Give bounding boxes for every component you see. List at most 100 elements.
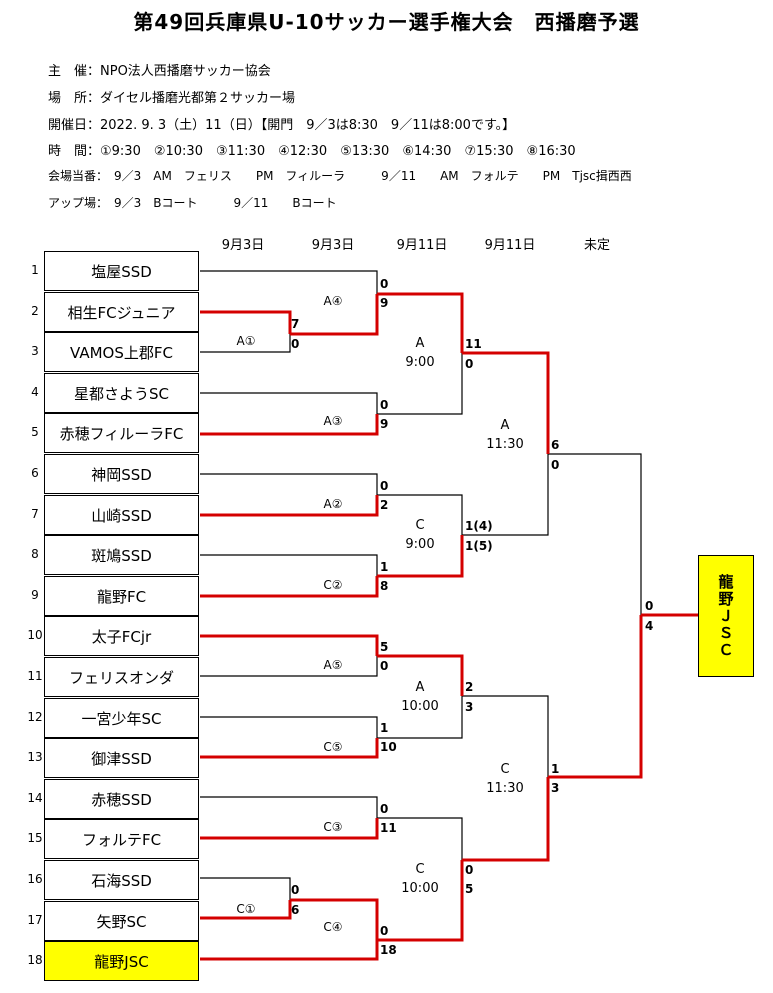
line-a900-bottom [377, 353, 463, 415]
venue-a1130-court: A [500, 418, 510, 433]
team-box: 石海SSD [44, 860, 199, 900]
team-number: 1 [31, 263, 39, 277]
score-c900-top: 1(4) [465, 519, 493, 533]
win-c1130 [548, 615, 643, 779]
match-a1: A① [236, 334, 256, 348]
score-a3-bot: 9 [380, 417, 389, 431]
score-a1000-bot: 3 [465, 700, 474, 714]
team-box: 星都さようSC [44, 373, 199, 413]
venue-a1130-time: 11:30 [486, 437, 524, 452]
team-number: 9 [31, 588, 39, 602]
match-c5: C⑤ [323, 740, 343, 754]
score-c3-bot: 11 [380, 821, 397, 835]
team-number: 13 [27, 750, 43, 764]
win-team-13 [200, 738, 379, 759]
score-a900-top: 11 [465, 337, 482, 351]
score-c900-bot: 1(5) [465, 539, 493, 553]
score-c1130-top: 1 [551, 762, 560, 776]
score-a2-bot: 2 [380, 498, 389, 512]
team-box: 山崎SSD [44, 495, 199, 535]
score-c1130-bot: 3 [551, 781, 560, 795]
venue-a1000-time: 10:00 [401, 699, 439, 714]
round-date-4: 9月11日 [484, 238, 536, 253]
line-a1000-bottom [377, 696, 463, 739]
team-number: 3 [31, 344, 39, 358]
score-c3-top: 0 [380, 802, 389, 816]
score-c1000-top: 0 [465, 863, 474, 877]
round-date-1: 9月3日 [221, 238, 265, 253]
round-date-2: 9月3日 [311, 238, 355, 253]
team-number: 16 [27, 872, 43, 886]
score-c1-top: 0 [291, 883, 300, 897]
champion-box: 龍野ＪＳＣ [698, 555, 754, 677]
line-team-8 [200, 554, 378, 576]
win-a1 [290, 294, 379, 336]
venue-a900-time: 9:00 [405, 355, 435, 370]
score-a1-bot: 0 [291, 337, 300, 351]
team-number: 8 [31, 547, 39, 561]
score-c2-bot: 8 [380, 579, 389, 593]
venue-c1000-time: 10:00 [401, 881, 439, 896]
venue-c1130-time: 11:30 [486, 781, 524, 796]
score-a1130-bot: 0 [551, 458, 560, 472]
score-c4-top: 0 [380, 924, 389, 938]
team-number: 5 [31, 425, 39, 439]
score-a1000-top: 2 [465, 680, 474, 694]
match-a5: A⑤ [323, 658, 343, 672]
team-box: 相生FCジュニア [44, 292, 199, 332]
line-team-3 [200, 334, 291, 353]
score-a1-top: 7 [291, 317, 300, 331]
match-a4: A④ [323, 294, 343, 308]
score-a4-top: 0 [380, 277, 389, 291]
team-number: 11 [27, 669, 43, 683]
round-date-3: 9月11日 [396, 238, 448, 253]
match-c1: C① [236, 902, 256, 916]
line-a1000-out [462, 695, 549, 777]
team-box: VAMOS上郡FC [44, 332, 199, 372]
team-box: 一宮少年SC [44, 698, 199, 738]
venue-c900-time: 9:00 [405, 537, 435, 552]
score-a4-bot: 9 [380, 296, 389, 310]
win-c2 [377, 535, 464, 578]
info-dates: 開催日：2022. 9. 3（土）11（日）【開門 9／3は8:30 9／11は… [48, 118, 516, 133]
info-warmup: アップ場： 9／3 Bコート 9／11 Bコート [48, 196, 337, 210]
team-box: 龍野FC [44, 576, 199, 616]
line-team-11 [200, 656, 378, 677]
win-team-18 [200, 940, 379, 961]
line-team-1 [200, 270, 378, 294]
team-box: 赤穂SSD [44, 779, 199, 819]
score-c2-top: 1 [380, 560, 389, 574]
team-box: 龍野JSC [44, 941, 199, 981]
team-number: 14 [27, 791, 43, 805]
win-team-5 [200, 414, 379, 436]
line-team-16 [200, 877, 291, 900]
match-c2: C② [323, 578, 343, 592]
team-number: 15 [27, 831, 43, 845]
win-c1000-out [462, 777, 550, 862]
team-number: 4 [31, 385, 39, 399]
team-box: 太子FCjr [44, 616, 199, 656]
info-host: 主 催：NPO法人西播磨サッカー協会 [48, 64, 271, 79]
team-box: 御津SSD [44, 738, 199, 778]
team-number: 10 [27, 628, 43, 642]
win-c4 [377, 860, 464, 942]
venue-a1000-court: A [415, 680, 425, 695]
win-a900 [462, 351, 550, 454]
score-a2-top: 0 [380, 479, 389, 493]
score-a1130-top: 6 [551, 438, 560, 452]
line-team-4 [200, 392, 378, 414]
line-team-14 [200, 796, 378, 818]
score-c1000-bot: 5 [465, 882, 474, 896]
info-times: 時 間：①9:30 ②10:30 ③11:30 ④12:30 ⑤13:30 ⑥1… [48, 144, 576, 159]
line-c900-top [377, 494, 463, 535]
team-box: フェリスオンダ [44, 657, 199, 697]
score-c5-top: 1 [380, 721, 389, 735]
score-c5-bot: 10 [380, 740, 397, 754]
line-c1000-top [377, 817, 463, 860]
match-c3: C③ [323, 820, 343, 834]
score-a5-bot: 0 [380, 659, 389, 673]
line-team-12 [200, 716, 378, 738]
win-team-9 [200, 576, 379, 598]
venue-c1130-court: C [500, 762, 510, 777]
